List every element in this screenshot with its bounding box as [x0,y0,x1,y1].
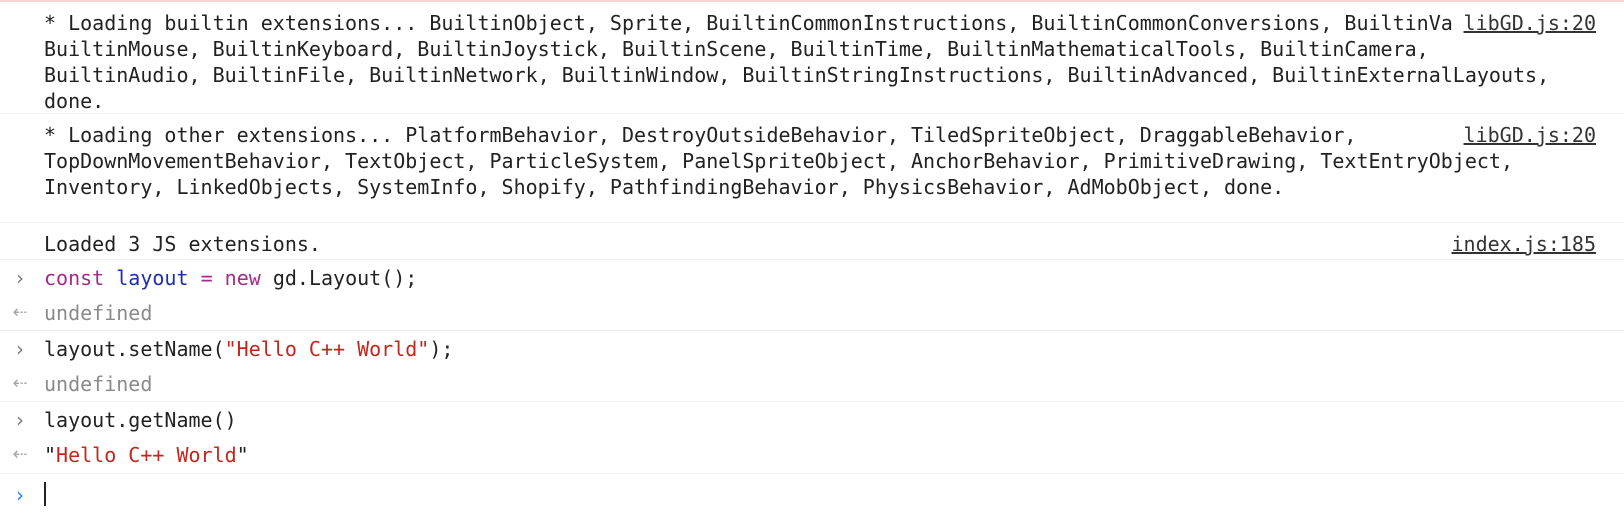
console-log-row: * Loading other extensions... PlatformBe… [0,114,1624,223]
chevron-right-icon: › [16,408,24,432]
result-quote: " [44,443,57,467]
code-token: gd.Layout(); [272,266,418,290]
log-source-link[interactable]: libGD.js:20 [1455,122,1596,148]
result-arrow-icon: ⇠ [12,444,28,465]
console-command-group: › const layout = new gd.Layout(); ⇠ unde… [0,260,1624,331]
log-source-link[interactable]: libGD.js:20 [1455,10,1596,36]
code-token: layout.getName() [44,408,237,432]
chevron-right-icon: › [16,266,24,290]
log-message-text: * Loading other extensions... PlatformBe… [44,123,1526,199]
text-caret [44,482,46,506]
result-string: Hello C++ World [56,443,237,467]
console-log-row: Loaded 3 JS extensions. index.js:185 [0,223,1624,260]
log-source-link[interactable]: index.js:185 [1443,231,1596,257]
command-input-line[interactable]: const layout = new gd.Layout(); [44,260,417,296]
console-command-group: › layout.setName("Hello C++ World"); ⇠ u… [0,331,1624,402]
chevron-right-icon: › [16,483,24,507]
console-command-group: › layout.getName() ⇠ "Hello C++ World" [0,402,1624,474]
keyword-token: const [44,266,105,290]
code-token: ); [429,337,454,361]
result-quote: " [236,443,249,467]
variable-token: layout [116,266,189,290]
console-input[interactable] [40,476,1600,516]
command-input-line[interactable]: layout.setName("Hello C++ World"); [44,331,453,367]
string-token: "Hello C++ World" [224,337,430,361]
command-result: undefined [44,301,153,325]
command-input-line[interactable]: layout.getName() [44,402,237,438]
top-error-border [0,0,1624,2]
command-result: undefined [44,372,153,396]
console-log-row: * Loading builtin extensions... BuiltinO… [0,2,1624,114]
log-message-text: * Loading builtin extensions... BuiltinO… [44,11,1550,113]
chevron-right-icon: › [16,337,24,361]
keyword-token: new [224,266,261,290]
result-arrow-icon: ⇠ [12,302,28,323]
command-result: "Hello C++ World" [44,437,249,473]
log-message-text: Loaded 3 JS extensions. [44,232,321,256]
result-arrow-icon: ⇠ [12,373,28,394]
operator-token: = [200,266,213,290]
code-token: layout.setName( [44,337,225,361]
